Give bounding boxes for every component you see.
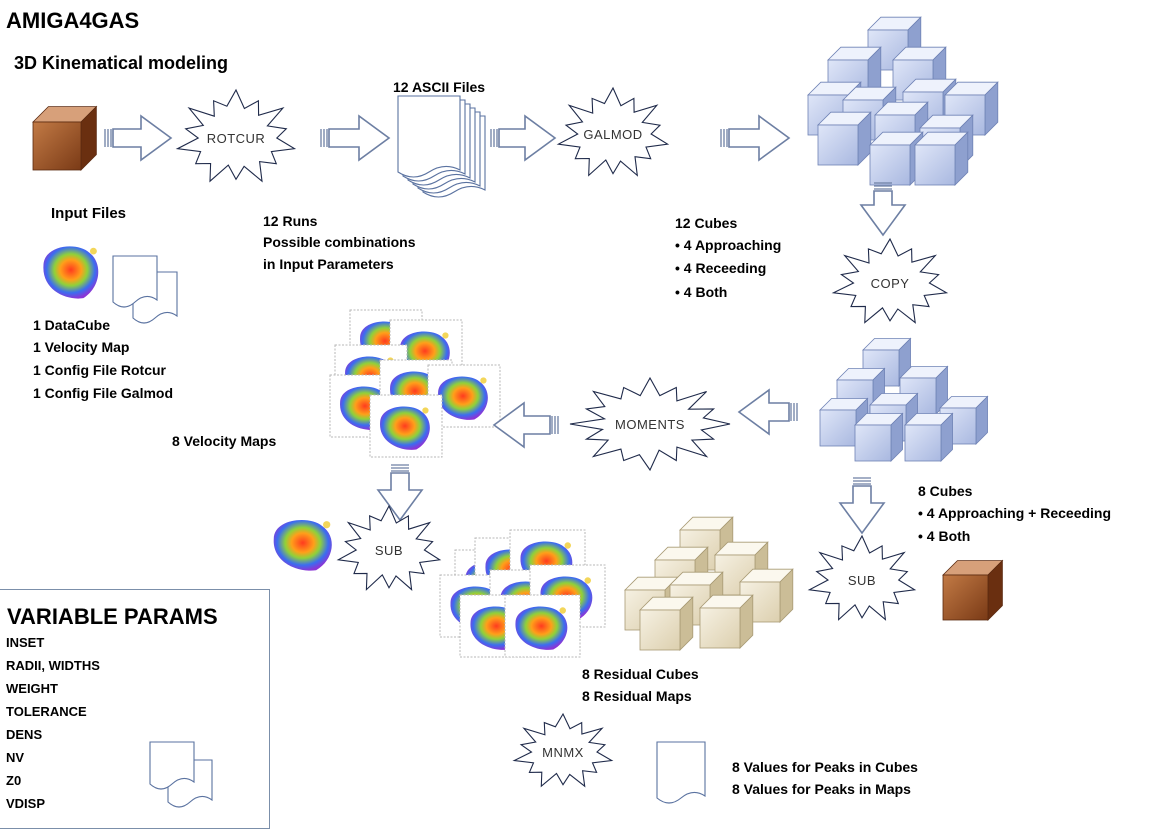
mnmx-star-label: MNMX (542, 745, 584, 760)
runs-line-2: Possible combinations (263, 234, 416, 250)
cubes8-line-3: • 4 Both (918, 528, 971, 544)
moments-star: MOMENTS (569, 376, 731, 472)
cube-icon (869, 131, 924, 186)
flow-arrow-to-velocity-maps (492, 401, 559, 449)
param-item: WEIGHT (6, 681, 58, 696)
input-datacube-icon (32, 105, 98, 171)
cube-icon (817, 111, 872, 166)
residuals-line-2: 8 Residual Maps (582, 688, 692, 704)
copy-star: COPY (831, 237, 949, 324)
galmod-star-label: GALMOD (583, 127, 642, 142)
residual-cube-icon (639, 596, 694, 651)
param-item: NV (6, 750, 25, 765)
param-item: INSET (6, 635, 45, 650)
residuals-line-1: 8 Residual Cubes (582, 666, 699, 682)
diagram-title: AMIGA4GAS (6, 8, 140, 33)
cubes8-line-2: • 4 Approaching + Receeding (918, 505, 1112, 521)
moments-star-label: MOMENTS (615, 417, 685, 432)
residual-map-thumbnail (504, 594, 581, 658)
peaks-file-icon (656, 741, 706, 804)
variable-params-title: VARIABLE PARAMS (7, 604, 218, 629)
flow-arrow-to-galmod (490, 114, 557, 162)
param-item: RADII, WIDTHS (6, 658, 100, 673)
galmod-star: GALMOD (556, 86, 670, 177)
cubes12-line-2: • 4 Approaching (675, 237, 782, 253)
cubes12-line-4: • 4 Both (675, 284, 728, 300)
ascii-files-label: 12 ASCII Files (393, 79, 486, 95)
reference-velocity-map-icon (273, 520, 332, 571)
diagram-subtitle: 3D Kinematical modeling (14, 53, 229, 73)
sub-right-star-label: SUB (848, 573, 876, 588)
cube-icon (914, 131, 969, 186)
cubes12-line-1: 12 Cubes (675, 215, 738, 231)
mnmx-star: MNMX (512, 712, 614, 788)
flow-arrow-to-sub-left (376, 464, 424, 522)
inputs-line-1: 1 DataCube (33, 317, 111, 333)
reference-datacube-icon (942, 559, 1004, 621)
inputs-line-3: 1 Config File Rotcur (33, 362, 166, 378)
rotcur-star: ROTCUR (175, 88, 297, 183)
ascii-files-icon (397, 95, 486, 198)
cubes12-line-3: • 4 Receeding (675, 260, 767, 276)
variable-params-files-icon (149, 741, 213, 808)
peaks-line-1: 8 Values for Peaks in Cubes (732, 759, 918, 775)
copy-star-label: COPY (871, 276, 910, 291)
flow-arrow-to-cubes12 (720, 114, 791, 162)
runs-line-3: in Input Parameters (263, 256, 394, 272)
param-item: DENS (6, 727, 43, 742)
runs-line-1: 12 Runs (263, 213, 318, 229)
flow-arrow-to-ascii (320, 114, 391, 162)
flow-arrow-to-copy (859, 182, 907, 237)
param-item: Z0 (6, 773, 22, 788)
sub-right-star: SUB (807, 534, 917, 621)
rotcur-star-label: ROTCUR (207, 131, 266, 146)
input-velocity-map-icon (43, 246, 99, 299)
cube-icon (904, 412, 954, 462)
inputs-line-4: 1 Config File Galmod (33, 385, 174, 401)
input-config-files-icon (112, 255, 178, 324)
flow-arrow-to-moments (737, 388, 798, 436)
sub-left-star-label: SUB (375, 543, 403, 558)
input-files-label: Input Files (51, 205, 126, 222)
sub-left-star: SUB (336, 504, 442, 591)
peaks-line-2: 8 Values for Peaks in Maps (732, 781, 911, 797)
param-item: TOLERANCE (6, 704, 87, 719)
param-item: VDISP (6, 796, 46, 811)
flow-arrow-to-sub-right (838, 477, 886, 535)
inputs-line-2: 1 Velocity Map (33, 339, 130, 355)
cubes8-line-1: 8 Cubes (918, 483, 973, 499)
residual-cube-icon (699, 594, 754, 649)
cube-icon (899, 365, 949, 415)
velocity-maps-label: 8 Velocity Maps (172, 433, 277, 449)
flow-arrow-to-rotcur (104, 114, 173, 162)
cube-icon (854, 412, 904, 462)
velocity-map-thumbnail (369, 394, 443, 458)
